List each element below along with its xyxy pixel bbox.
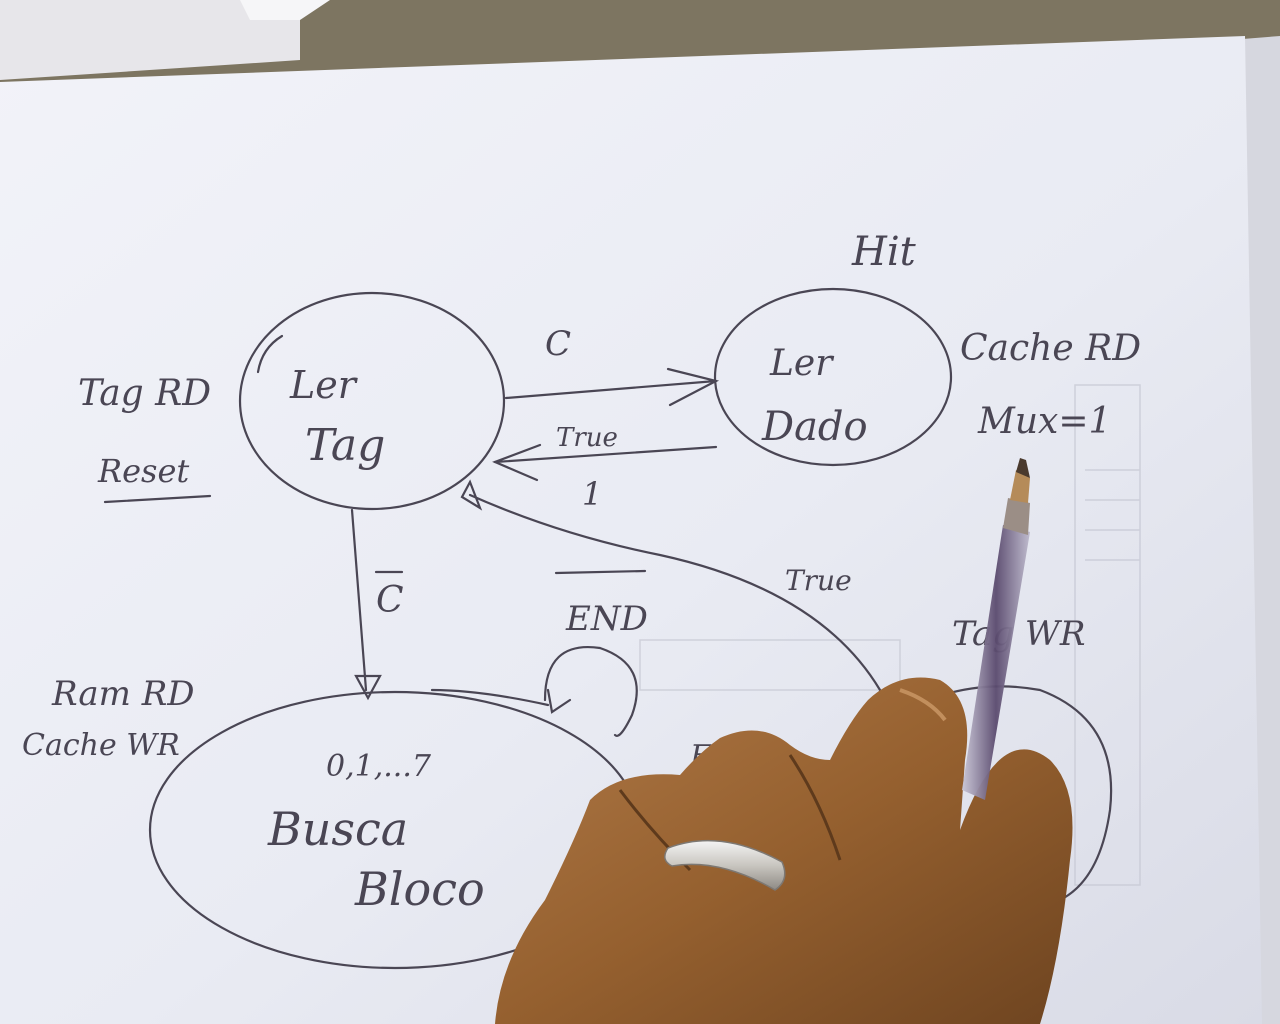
pen <box>962 458 1030 800</box>
ram-rd-output: Ram RD <box>51 674 195 714</box>
transition-true-return: True <box>785 564 852 597</box>
pen-barrel <box>962 525 1030 800</box>
hit-label: Hit <box>851 229 917 275</box>
ler-tag-line1: Ler <box>289 363 359 407</box>
cache-wr-output: Cache WR <box>22 728 180 763</box>
transition-one: 1 <box>582 475 602 513</box>
arrow-tagwr-to-tag <box>468 493 882 692</box>
ring <box>664 839 786 891</box>
arrowhead-self-loop <box>546 688 572 714</box>
busca-line1: Busca <box>267 802 408 856</box>
hand-skin <box>495 677 1073 1024</box>
pen-point <box>1016 458 1030 478</box>
show-through-table <box>639 384 1141 886</box>
ler-tag-line2: Tag <box>305 420 385 471</box>
reset-output: Reset <box>97 452 189 490</box>
transition-c: C <box>545 324 571 364</box>
state-circle-overlap <box>256 334 284 374</box>
cache-rd-output: Cache RD <box>960 328 1141 369</box>
overbar-end <box>554 569 647 575</box>
ler-dado-line2: Dado <box>761 404 868 450</box>
hand <box>495 677 1073 1024</box>
arrow-tag-to-busca <box>350 508 368 692</box>
self-loop-tail <box>430 688 550 707</box>
state-circle-ler-tag <box>238 291 506 511</box>
background-paper <box>0 0 300 80</box>
transition-c-bar: C <box>376 580 404 621</box>
arrowhead-tagwr-to-tag <box>460 479 483 511</box>
arrow-tag-to-dado <box>504 379 718 400</box>
busca-counter: 0,1,...7 <box>326 749 432 784</box>
arrowhead-dado-to-tag <box>492 443 542 482</box>
self-loop-busca <box>543 646 638 737</box>
pen-tip <box>1010 470 1030 503</box>
fingernail <box>899 688 947 722</box>
arrowhead-tag-to-dado <box>666 367 720 407</box>
diagram-labels: Ler Tag Ler Dado 0,1,...7 Busca Bloco Ta… <box>22 229 1141 916</box>
ler-dado-line1: Ler <box>769 343 834 384</box>
paper-corner <box>240 0 330 20</box>
knuckle-crease-2 <box>788 754 842 861</box>
mux-output: Mux=1 <box>977 401 1111 442</box>
arrow-dado-to-tag <box>493 445 718 464</box>
tag-wr-label: Tag WR <box>952 614 1085 654</box>
transition-end-loop: END <box>565 599 648 639</box>
state-circle-ler-dado <box>713 287 953 467</box>
transition-true-top: True <box>556 423 618 453</box>
arrowhead-tag-to-busca <box>354 674 382 701</box>
tag-rd-output: Tag RD <box>78 373 211 414</box>
busca-line2: Bloco <box>354 862 485 916</box>
reset-underline <box>103 494 212 504</box>
pen-collar <box>1003 498 1030 535</box>
